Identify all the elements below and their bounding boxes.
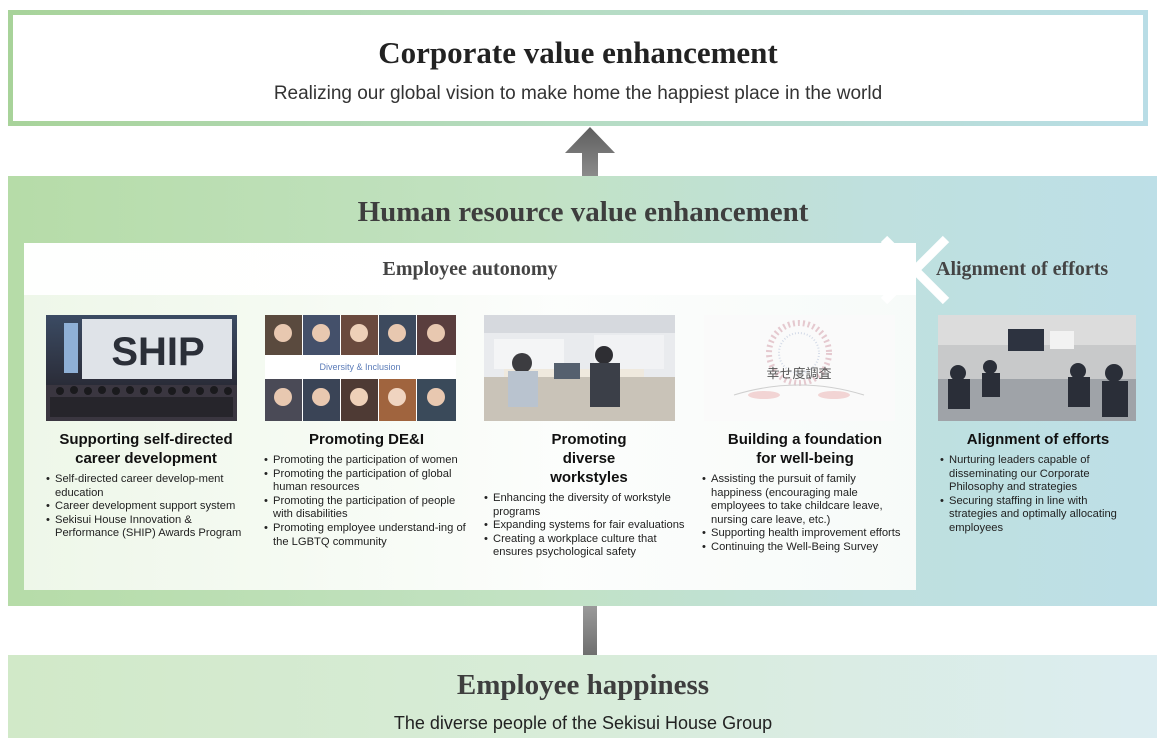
list-item: Promoting the participation of global hu… bbox=[264, 468, 469, 495]
up-arrow-icon bbox=[565, 127, 615, 179]
list-item: Expanding systems for fair evaluations bbox=[484, 519, 694, 533]
list-item: Enhancing the diversity of workstyle pro… bbox=[484, 492, 694, 519]
dei-heading: Promoting DE&I bbox=[309, 431, 424, 448]
employee-happiness-subtitle: The diverse people of the Sekisui House … bbox=[393, 713, 773, 733]
well-being-survey-text: 幸せ度調査 bbox=[766, 366, 831, 382]
list-item: Creating a workplace culture that ensure… bbox=[484, 533, 694, 560]
employee-autonomy-title: Employee autonomy bbox=[382, 258, 558, 280]
alignment-of-efforts-title: Alignment of efforts bbox=[936, 258, 1109, 280]
career-development-heading: Supporting self-directed career developm… bbox=[59, 431, 233, 467]
employee-happiness-box: Employee happiness The diverse people of… bbox=[8, 655, 1157, 738]
column-dei: Promoting DE&I Promoting the participati… bbox=[264, 430, 469, 549]
connector-arrow-stem bbox=[583, 606, 597, 656]
corporate-value-box: Corporate value enhancement Realizing ou… bbox=[8, 10, 1148, 126]
list-item: Nurturing leaders capable of disseminati… bbox=[940, 454, 1136, 495]
list-item: Sekisui House Innovation & Performance (… bbox=[46, 514, 246, 541]
alignment-heading: Alignment of efforts bbox=[966, 431, 1110, 448]
column-well-being: Building a foundation for well-being Ass… bbox=[702, 430, 908, 555]
cross-multiply-icon bbox=[880, 235, 950, 305]
employee-happiness-title: Employee happiness bbox=[456, 669, 710, 701]
list-item: Continuing the Well-Being Survey bbox=[702, 541, 908, 555]
diversity-inclusion-photo: Diversity & Inclusion bbox=[265, 315, 456, 421]
column-alignment: Alignment of efforts Nurturing leaders c… bbox=[940, 430, 1136, 536]
list-item: Assisting the pursuit of family happines… bbox=[702, 473, 908, 527]
diversity-inclusion-text: Diversity & Inclusion bbox=[319, 362, 400, 372]
corporate-value-subtitle: Realizing our global vision to make home… bbox=[273, 83, 883, 104]
column-workstyles: Promoting diverse workstyles Enhancing t… bbox=[484, 430, 694, 560]
workstyles-heading: Promoting diverse workstyles bbox=[550, 431, 628, 486]
list-item: Promoting employee understand-ing of the… bbox=[264, 522, 469, 549]
well-being-heading: Building a foundation for well-being bbox=[727, 431, 883, 467]
ship-logo-text: SHIP bbox=[111, 330, 204, 374]
list-item: Self-directed career develop-ment educat… bbox=[46, 473, 246, 500]
column-career-development: Supporting self-directed career developm… bbox=[46, 430, 246, 541]
human-resource-value-title: Human resource value enhancement bbox=[357, 196, 809, 228]
list-item: Securing staffing in line with strategie… bbox=[940, 495, 1136, 536]
corporate-value-title: Corporate value enhancement bbox=[378, 35, 778, 70]
list-item: Promoting the participation of people wi… bbox=[264, 495, 469, 522]
alignment-meeting-photo bbox=[938, 315, 1136, 421]
well-being-survey-photo: 幸せ度調査 bbox=[704, 315, 895, 421]
list-item: Promoting the participation of women bbox=[264, 454, 469, 468]
human-resource-value-panel: Human resource value enhancement Employe… bbox=[8, 176, 1157, 606]
list-item: Career development support system bbox=[46, 500, 246, 514]
list-item: Supporting health improvement efforts bbox=[702, 527, 908, 541]
employee-autonomy-header: Employee autonomy bbox=[24, 243, 916, 295]
diverse-workstyles-photo bbox=[484, 315, 675, 421]
ship-awards-photo: SHIP bbox=[46, 315, 237, 421]
